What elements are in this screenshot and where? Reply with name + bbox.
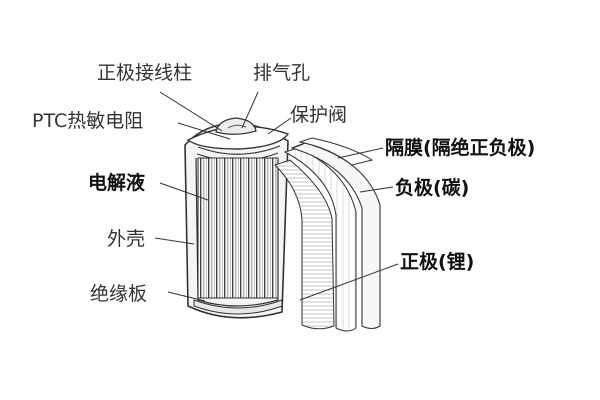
label-shell: 外壳 [107,228,146,250]
winding-core [197,157,279,299]
label-positive: 正极(锂) [400,251,475,273]
label-safety-valve: 保护阀 [290,104,348,126]
label-ptc: PTC热敏电阻 [32,110,144,132]
label-vent: 排气孔 [253,62,311,84]
hatched-layer [274,159,335,330]
insulator-plate [193,299,283,315]
leader-lines [154,91,399,302]
label-electrolyte: 电解液 [88,172,146,194]
separator-layer [283,147,357,332]
terminal [215,117,257,135]
separator-top-edge [298,137,374,166]
label-positive-terminal: 正极接线柱 [97,62,193,84]
label-negative: 负极(碳) [395,177,470,199]
label-separator: 隔膜(隔绝正负极) [385,137,536,159]
label-insulator: 绝缘板 [90,283,148,305]
